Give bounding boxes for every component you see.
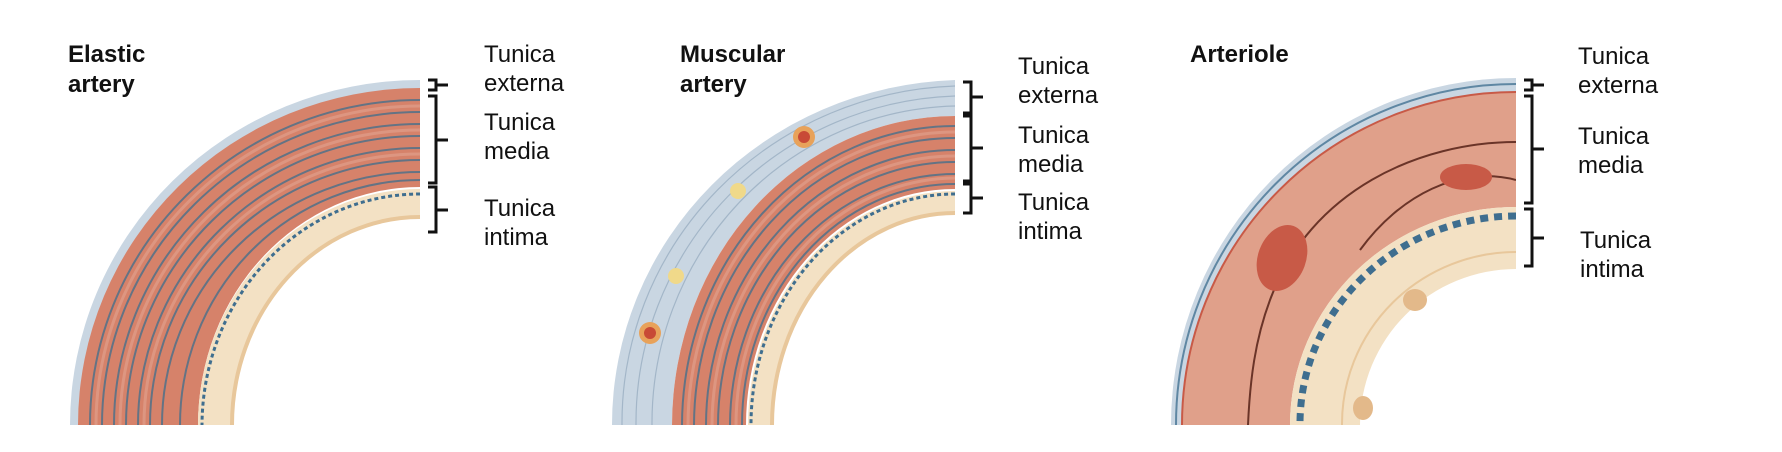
muscular-tunica-intima-layer xyxy=(748,191,955,425)
arteriole-tunica-media-layer xyxy=(1182,92,1516,425)
panel-title: Elastic artery xyxy=(68,41,146,98)
label-tunica-intima: Tunica intima xyxy=(1580,227,1652,283)
panel-title: Arteriole xyxy=(1190,41,1289,68)
label-tunica-externa: Tunica externa xyxy=(1578,43,1659,99)
muscular-tunica-media-layer xyxy=(672,116,955,425)
label-tunica-media: Tunica media xyxy=(484,109,556,165)
panel-title: Muscular artery xyxy=(680,41,786,98)
panel-elastic-artery: Elastic artery Tunica externa Tunica med… xyxy=(0,0,600,452)
elastic-tunica-media-layer xyxy=(78,88,420,425)
elastic-tunica-intima-layer xyxy=(198,189,420,425)
muscular-artery-illustration xyxy=(611,80,983,425)
label-tunica-externa: Tunica externa xyxy=(484,41,565,97)
elastic-brackets xyxy=(428,78,448,234)
arteriole-illustration xyxy=(1171,78,1544,425)
label-tunica-intima: Tunica intima xyxy=(484,195,556,251)
muscular-tunica-externa-layer xyxy=(611,80,955,425)
label-tunica-media: Tunica media xyxy=(1578,123,1650,179)
elastic-media-fibers xyxy=(89,99,420,425)
elastic-artery-illustration xyxy=(70,78,448,425)
label-tunica-intima: Tunica intima xyxy=(1018,189,1090,245)
panel-arteriole: Arteriole Tunica externa Tunica media Tu… xyxy=(1160,0,1782,452)
label-tunica-externa: Tunica externa xyxy=(1018,53,1099,109)
panel-muscular-artery: Muscular artery Tunica externa Tunica me… xyxy=(600,0,1160,452)
vasa-vasorum xyxy=(639,126,815,344)
label-tunica-media: Tunica media xyxy=(1018,122,1090,178)
arteriole-brackets xyxy=(1524,78,1544,268)
muscular-brackets xyxy=(963,80,983,215)
